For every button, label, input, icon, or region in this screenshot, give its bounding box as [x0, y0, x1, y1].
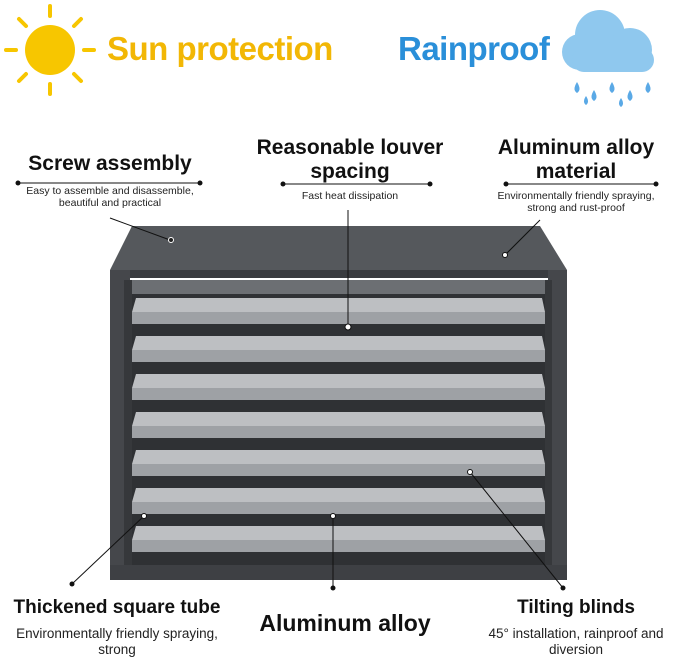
sun-icon: [4, 4, 96, 96]
feature-louver-spacing: Reasonable louver spacing Fast heat diss…: [250, 136, 450, 202]
slat: [132, 526, 545, 552]
feature-desc-line: Easy to assemble and disassemble,: [26, 185, 194, 197]
feature-title: Thickened square tube: [13, 597, 221, 618]
feature-aluminum-alloy: Aluminum alloy: [240, 611, 450, 635]
louver-slats: [132, 298, 545, 552]
bottom-rail: [110, 565, 567, 580]
feature-desc-line: strong: [98, 642, 136, 657]
feature-title: material: [535, 160, 617, 183]
feature-desc-line: diversion: [548, 642, 604, 657]
sun-protection-banner: Sun protection: [107, 30, 333, 67]
callouts: [15, 180, 659, 591]
rain-cloud-icon: [562, 10, 654, 107]
slat: [132, 336, 545, 362]
feature-desc-line: Environmentally friendly spraying,: [16, 626, 218, 641]
slat: [132, 488, 545, 514]
feature-tilting-blinds: Tilting blinds 45° installation, rainpro…: [478, 596, 674, 658]
feature-desc-line: beautiful and practical: [58, 197, 162, 209]
feature-screw-assembly: Screw assembly Easy to assemble and disa…: [10, 152, 210, 209]
rainproof-banner: Rainproof: [398, 30, 550, 67]
feature-title: Screw assembly: [28, 152, 192, 175]
feature-alloy-material: Aluminum alloy material Environmentally …: [478, 136, 674, 214]
slat: [132, 374, 545, 400]
right-post: [548, 270, 567, 580]
slat: [132, 450, 545, 476]
louver-enclosure-image: [110, 226, 567, 580]
slat: [132, 298, 545, 324]
slat: [132, 412, 545, 438]
feature-square-tube: Thickened square tube Environmentally fr…: [4, 596, 230, 658]
feature-title: Aluminum alloy: [259, 610, 431, 636]
feature-title: Tilting blinds: [517, 597, 635, 618]
feature-desc-line: 45° installation, rainproof and: [488, 626, 664, 641]
feature-desc-line: Fast heat dissipation: [301, 190, 399, 202]
feature-title: spacing: [310, 160, 390, 183]
feature-title: Aluminum alloy: [497, 136, 655, 159]
feature-desc-line: strong and rust-proof: [527, 202, 625, 214]
top-panel: [110, 226, 567, 270]
feature-desc-line: Environmentally friendly spraying,: [497, 190, 655, 202]
feature-title: Reasonable louver: [256, 136, 444, 159]
